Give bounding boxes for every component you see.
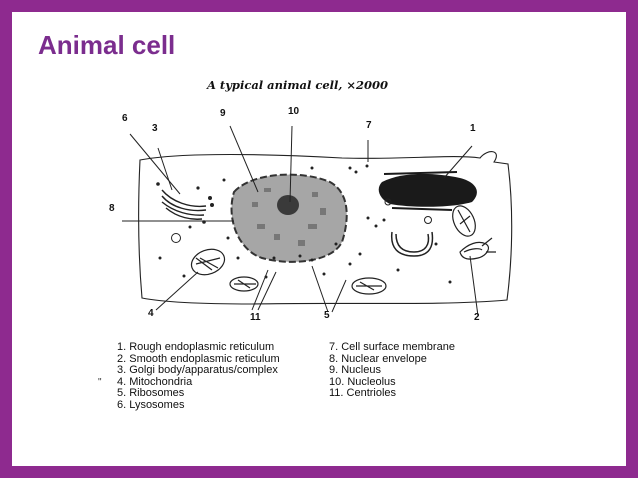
callout-5: 5 — [324, 310, 330, 321]
chromatin-patches — [252, 188, 326, 246]
legend-item: 4. Mitochondria — [117, 375, 193, 388]
callout-3: 3 — [152, 123, 158, 134]
animal-cell-diagram — [122, 125, 513, 317]
leader-1 — [443, 145, 473, 179]
leader-10 — [289, 125, 293, 203]
leader-5b — [331, 279, 347, 313]
cell-membrane-outline — [138, 151, 513, 305]
legend-item: 3. Golgi body/apparatus/complex — [117, 364, 278, 377]
callout-2: 2 — [474, 312, 480, 323]
callout-7: 7 — [366, 120, 372, 131]
leader-6 — [129, 133, 181, 195]
legend-item: 9. Nucleus — [329, 364, 381, 377]
callout-10: 10 — [288, 106, 300, 117]
golgi-apparatus — [161, 189, 207, 220]
centrioles — [390, 231, 434, 257]
legend-right: 7. Cell surface membrane 8. Nuclear enve… — [329, 341, 455, 400]
legend-item: 11. Centrioles — [329, 387, 397, 400]
callout-11: 11 — [250, 312, 261, 323]
callout-1: 1 — [470, 123, 476, 134]
legend-item: 8. Nuclear envelope — [329, 352, 427, 365]
rough-er-edges — [383, 171, 458, 211]
ribosomes — [158, 164, 452, 284]
legend-item: 10. Nucleolus — [329, 375, 396, 388]
slide: Animal cell A typical animal cell, ×2000 — [12, 12, 626, 466]
callout-8: 8 — [109, 203, 115, 214]
leader-2 — [469, 255, 479, 317]
leader-5a — [311, 265, 329, 313]
figure-title: A typical animal cell, ×2000 — [207, 78, 389, 92]
nucleolus — [277, 195, 299, 215]
legend-item: 1. Rough endoplasmic reticulum — [117, 341, 275, 353]
leader-11a — [251, 269, 269, 311]
leader-4 — [155, 271, 199, 311]
callout-9: 9 — [220, 108, 226, 119]
leader-lines — [122, 125, 479, 317]
legend-item: 7. Cell surface membrane — [329, 341, 455, 353]
legend-item: 2. Smooth endoplasmic reticulum — [117, 352, 280, 365]
golgi-vesicles — [156, 182, 214, 224]
vesicles — [171, 198, 432, 243]
smooth-er — [459, 237, 496, 260]
leader-9 — [229, 125, 259, 193]
callout-6: 6 — [122, 113, 128, 124]
rough-er — [378, 173, 477, 207]
legend-left: 1. Rough endoplasmic reticulum 2. Smooth… — [117, 341, 280, 412]
leader-3 — [157, 147, 173, 191]
stray-mark: " — [98, 377, 102, 388]
legend-item: 5. Ribosomes — [117, 387, 185, 400]
legend-item: 6. Lysosomes — [117, 398, 185, 411]
mitochondria — [190, 205, 476, 295]
nucleus — [230, 173, 348, 263]
slide-title: Animal cell — [38, 30, 176, 60]
leader-11b — [257, 271, 277, 311]
callout-4: 4 — [148, 308, 154, 319]
